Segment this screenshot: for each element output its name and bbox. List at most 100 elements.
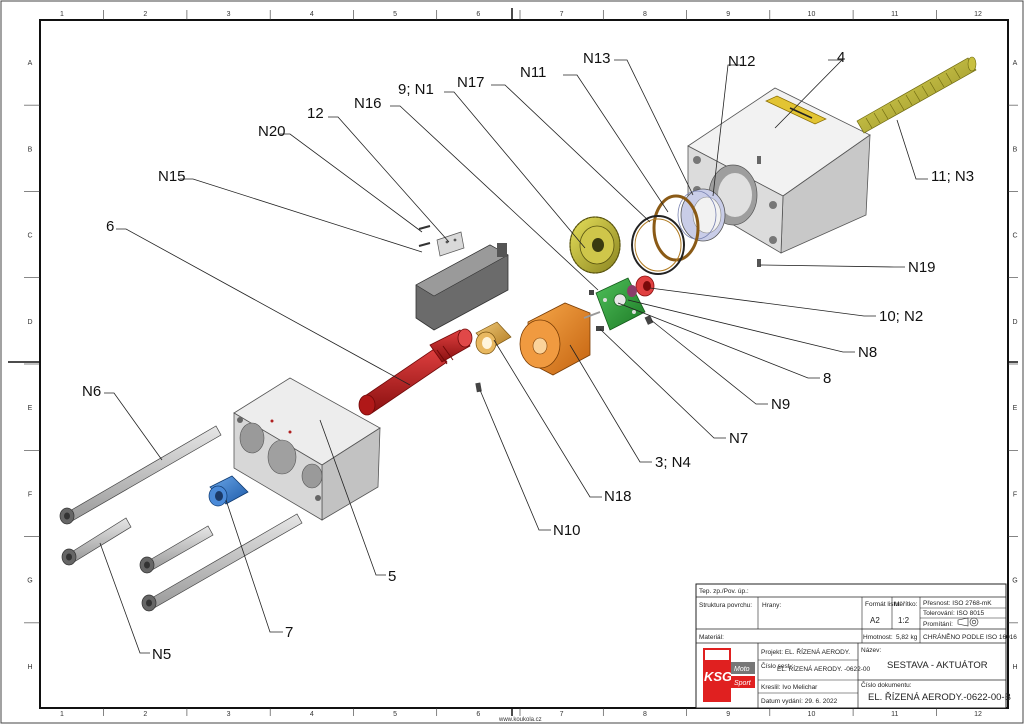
grid-col-3: 3 xyxy=(227,711,231,718)
bolt-part-n5-c xyxy=(141,513,303,612)
bolt-part-n5-b xyxy=(139,525,214,574)
logo-text: KSG xyxy=(704,669,732,684)
bolt-part-n6 xyxy=(59,425,222,525)
coupling-part-10-n2 xyxy=(627,275,655,297)
edges-label: Hrany: xyxy=(762,602,781,609)
grid-row-E: E xyxy=(1013,405,1018,412)
callout-n20: N20 xyxy=(258,123,286,140)
grid-col-9: 9 xyxy=(726,711,730,718)
grid-col-11: 11 xyxy=(891,711,898,718)
logo-sub-moto: Moto xyxy=(734,666,750,673)
mass-value: 5,82 kg xyxy=(896,634,918,641)
project-label: Projekt: EL. ŘÍZENÁ AERODY. xyxy=(761,647,850,656)
callout-n13: N13 xyxy=(583,50,611,67)
grid-col-8: 8 xyxy=(643,711,647,718)
retaining-rings-n11-n13 xyxy=(631,194,700,275)
grid-col-2: 2 xyxy=(143,711,147,718)
callout-labels: N13 N12 4 N11 9; N1 N17 N16 12 N20 N15 6… xyxy=(82,49,974,663)
grid-col-6: 6 xyxy=(476,11,480,18)
callout-9-n1: 9; N1 xyxy=(398,81,434,98)
callout-n19: N19 xyxy=(908,259,936,276)
plate-part-12 xyxy=(436,231,465,257)
assembly-number-value: EL. ŘÍZENÁ AERODY. -0622-00 xyxy=(777,664,870,673)
projection-symbol-icon xyxy=(957,617,979,627)
callout-n10: N10 xyxy=(553,522,581,539)
mass-label: Hmotnost: xyxy=(863,634,893,641)
gear-part-9 xyxy=(569,216,621,274)
grid-row-F: F xyxy=(1013,491,1017,498)
grid-col-2: 2 xyxy=(143,11,147,18)
surface-structure-label: Struktura povrchu: xyxy=(699,602,752,609)
grid-col-4: 4 xyxy=(310,11,314,18)
grid-row-D: D xyxy=(1012,319,1017,326)
grid-col-12: 12 xyxy=(974,11,982,18)
callout-11-n3: 11; N3 xyxy=(931,168,974,185)
grid-col-5: 5 xyxy=(393,711,397,718)
leader-lines xyxy=(99,59,928,654)
callout-8: 8 xyxy=(823,370,831,387)
grid-col-10: 10 xyxy=(808,711,816,718)
motor-part-3 xyxy=(519,302,601,376)
grid-col-9: 9 xyxy=(726,11,730,18)
material-label: Materiál: xyxy=(699,634,724,641)
callout-n12: N12 xyxy=(728,53,756,70)
tolerance-label: Tolerování: ISO 8015 xyxy=(923,610,984,617)
grid-row-A: A xyxy=(28,60,33,67)
grid-row-B: B xyxy=(1013,146,1018,153)
grid-row-F: F xyxy=(28,491,32,498)
callout-n5: N5 xyxy=(152,646,171,663)
grid-row-H: H xyxy=(1012,664,1017,671)
projection-label: Promítání: xyxy=(923,621,953,628)
format-label: Formát listu: xyxy=(865,601,901,608)
grid-row-E: E xyxy=(28,405,33,412)
name-label: Název: xyxy=(861,647,881,654)
grid-col-4: 4 xyxy=(310,711,314,718)
grid-row-A: A xyxy=(1013,60,1018,67)
grid-col-7: 7 xyxy=(560,711,564,718)
title-block: Tep. zp./Pov. úp.: Struktura povrchu: Hr… xyxy=(695,583,1017,709)
protection-note: CHRÁNĚNO PODLE ISO 16016 xyxy=(923,632,1017,641)
grid-col-5: 5 xyxy=(393,11,397,18)
grid-row-C: C xyxy=(1012,233,1017,240)
grid-col-11: 11 xyxy=(891,11,898,18)
screws-part-n20 xyxy=(418,225,431,247)
callout-6: 6 xyxy=(106,218,114,235)
callout-n16: N16 xyxy=(354,95,382,112)
logo-sub-sport: Sport xyxy=(734,680,752,687)
small-screws xyxy=(475,259,761,393)
accuracy-label: Přesnost: ISO 2768-mK xyxy=(923,600,992,607)
callout-n7: N7 xyxy=(729,430,748,447)
nut-part-7 xyxy=(208,475,249,507)
grid-col-6: 6 xyxy=(476,711,480,718)
grid-col-8: 8 xyxy=(643,11,647,18)
bolt-part-n5-a xyxy=(61,517,132,566)
format-value: A2 xyxy=(870,616,880,625)
surface-treatment-label: Tep. zp./Pov. úp.: xyxy=(699,588,749,595)
footer-url: www.koukola.cz xyxy=(498,717,542,723)
drawn-by: Kreslil: Ivo Melichar xyxy=(761,684,818,691)
callout-n8: N8 xyxy=(858,344,877,361)
callout-3-n4: 3; N4 xyxy=(655,454,691,471)
callout-12: 12 xyxy=(307,105,324,122)
grid-row-B: B xyxy=(28,146,33,153)
grid-col-10: 10 xyxy=(808,11,816,18)
drawing-name: SESTAVA - AKTUÁTOR xyxy=(887,660,988,671)
threaded-rod-part-11 xyxy=(856,56,977,134)
grid-row-G: G xyxy=(27,578,32,585)
callout-7: 7 xyxy=(285,624,293,641)
doc-number-label: Číslo dokumentu: xyxy=(861,680,912,689)
callout-n6: N6 xyxy=(82,383,101,400)
grid-col-1: 1 xyxy=(60,711,64,718)
callout-n9: N9 xyxy=(771,396,790,413)
callout-4: 4 xyxy=(837,49,845,66)
connector-part-n15 xyxy=(415,243,509,331)
grid-row-D: D xyxy=(27,319,32,326)
scale-value: 1:2 xyxy=(898,616,910,625)
callout-n17: N17 xyxy=(457,74,485,91)
callout-n11: N11 xyxy=(520,64,546,81)
callout-5: 5 xyxy=(388,568,396,585)
